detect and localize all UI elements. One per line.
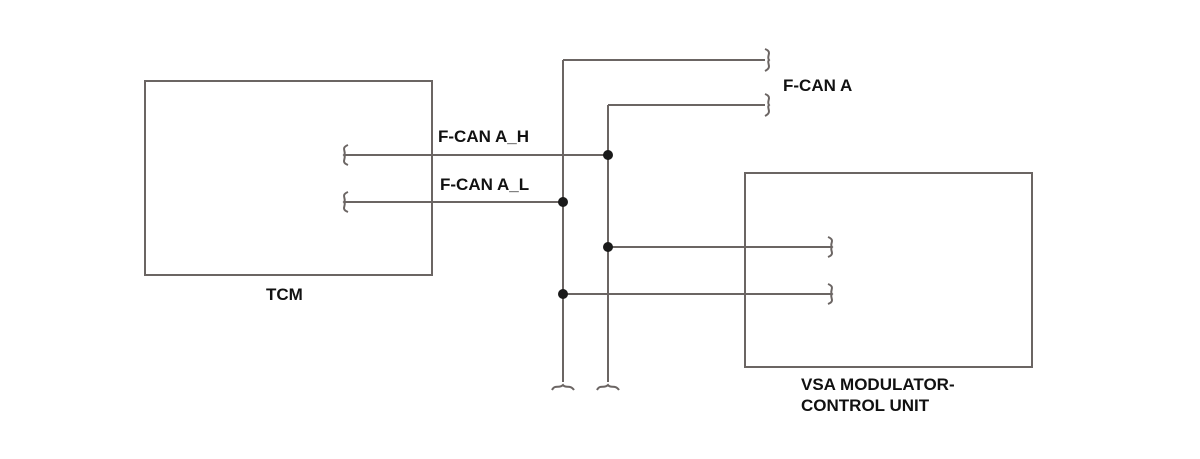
break-mark-tcm-l [342,191,349,213]
label-f-can-a-h: F-CAN A_H [438,127,529,146]
break-mark-vsa-l [827,283,834,305]
break-mark-vsa-h [827,236,834,258]
label-f-can-a: F-CAN A [783,76,852,95]
break-mark-bottom-h [596,383,620,391]
junction-dot [603,150,613,160]
label-vsa-line2: CONTROL UNIT [801,396,930,415]
break-mark-bottom-l [551,383,575,391]
label-vsa-line1: VSA MODULATOR- [801,375,955,394]
junction-dot [603,242,613,252]
vsa-modulator-box [744,172,1033,368]
label-f-can-a-l: F-CAN A_L [440,175,529,194]
break-mark-tcm-h [342,144,349,166]
break-mark-bus-top-l [764,48,771,72]
junction-dot [558,197,568,207]
break-mark-bus-top-h [764,93,771,117]
junction-dot [558,289,568,299]
tcm-box [144,80,433,276]
label-tcm: TCM [266,285,303,304]
